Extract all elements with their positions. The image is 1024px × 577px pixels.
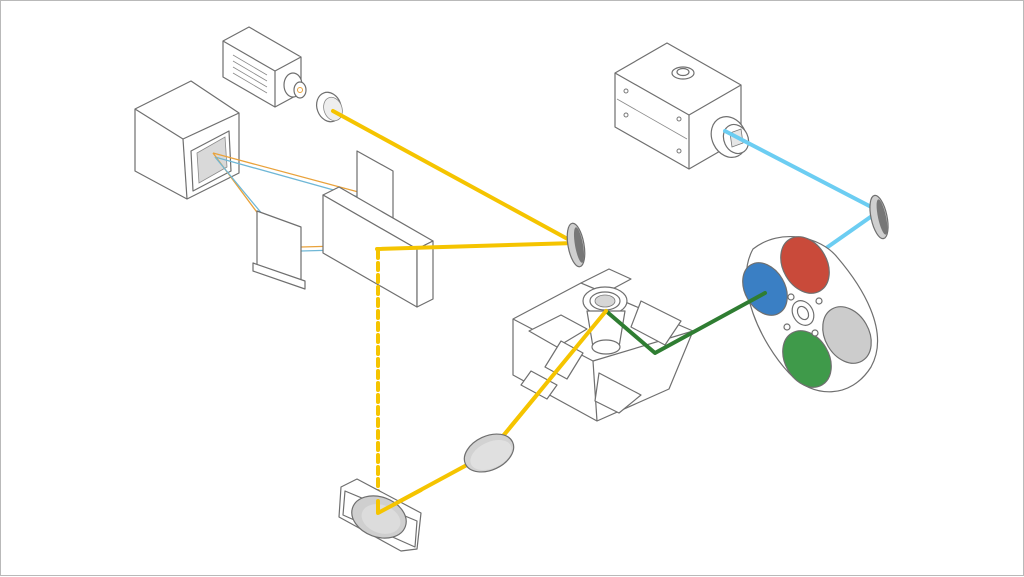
filter-blue [742,262,788,316]
filter-red [780,236,830,294]
mirror-icon [338,478,422,552]
green-beam-path [604,291,767,355]
yellow-beam-to-objective [487,309,608,455]
camera-icon [222,26,307,108]
lens-icon [463,433,515,473]
filter-gray [822,306,872,364]
camera-icon [614,42,750,170]
yellow-beam-on-mirror [376,488,423,515]
mirror-icon [566,222,586,268]
mirror-icon [869,194,889,240]
mirror-icon [252,210,306,290]
spectrometer-box-icon [134,80,240,200]
diffraction-grating-icon [322,186,434,308]
lens-icon [316,91,343,123]
microscope-stage-icon [512,268,694,422]
filter-green [782,330,832,388]
filter-wheel-icon [742,236,879,393]
